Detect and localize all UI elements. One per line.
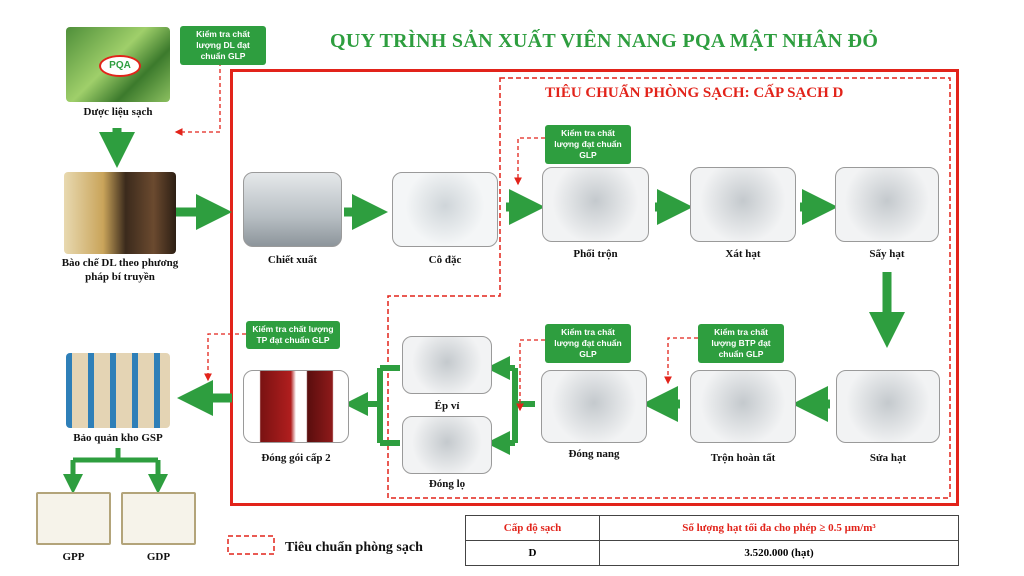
image-dong-goi bbox=[243, 370, 349, 443]
image-tron-hoan-tat bbox=[690, 370, 796, 443]
label-co-dac: Cô đặc bbox=[428, 254, 462, 266]
label-phoi-tron: Phối trộn bbox=[573, 248, 618, 260]
arrow-dongnang-branch bbox=[486, 356, 535, 455]
label-ep-vi: Ép vỉ bbox=[434, 400, 460, 412]
pqa-logo: PQA bbox=[99, 55, 141, 77]
image-sua-hat bbox=[836, 370, 940, 443]
legend-dashed-sample bbox=[227, 535, 275, 555]
label-gdp: GDP bbox=[146, 551, 171, 563]
arrow-split-gpp-gdp bbox=[63, 448, 168, 494]
image-duoc-lieu: PQA bbox=[66, 27, 170, 102]
image-dong-lo bbox=[402, 416, 492, 474]
header-max-particles: Số lượng hạt tối đa cho phép ≥ 0.5 µm/m³ bbox=[599, 515, 959, 541]
label-bao-quan: Bảo quản kho GSP bbox=[73, 432, 163, 444]
label-duoc-lieu: Dược liệu sạch bbox=[83, 106, 153, 118]
qc-badge-3: Kiểm tra chất lượng TP đạt chuẩn GLP bbox=[246, 321, 340, 349]
qc5-pointer bbox=[664, 337, 698, 385]
image-chiet-xuat bbox=[243, 172, 342, 247]
label-dong-nang: Đóng nang bbox=[568, 448, 620, 460]
label-say-hat: Sấy hạt bbox=[869, 248, 905, 260]
qc2-pointer bbox=[514, 137, 545, 186]
image-xat-hat bbox=[690, 167, 796, 242]
label-gpp: GPP bbox=[62, 551, 85, 563]
qc4-pointer bbox=[516, 339, 545, 412]
label-tron-hoan-tat: Trộn hoàn tất bbox=[710, 452, 776, 464]
qc-badge-2: Kiểm tra chất lượng đạt chuẩn GLP bbox=[545, 125, 631, 164]
label-chiet-xuat: Chiết xuất bbox=[267, 254, 318, 266]
image-phoi-tron bbox=[542, 167, 649, 242]
image-gpp-certificate bbox=[36, 492, 111, 545]
cell-level: D bbox=[465, 540, 600, 566]
image-bao-che bbox=[64, 172, 176, 254]
qc-badge-5: Kiểm tra chất lượng BTP đạt chuẩn GLP bbox=[698, 324, 784, 363]
table-row: D 3.520.000 (hạt) bbox=[465, 540, 959, 566]
cleanroom-frame bbox=[230, 69, 959, 506]
qc3-pointer bbox=[204, 333, 246, 382]
label-xat-hat: Xát hạt bbox=[725, 248, 761, 260]
image-bao-quan bbox=[66, 353, 170, 428]
qc-badge-4: Kiểm tra chất lượng đạt chuẩn GLP bbox=[545, 324, 631, 363]
table-header-row: Cấp độ sạch Số lượng hạt tối đa cho phép… bbox=[465, 515, 959, 541]
qc-badge-1: Kiểm tra chất lượng DL đạt chuẩn GLP bbox=[180, 26, 266, 65]
diagram-title: QUY TRÌNH SẢN XUẤT VIÊN NANG PQA MẬT NHÂ… bbox=[330, 30, 879, 52]
image-dong-nang bbox=[541, 370, 647, 443]
cell-particles: 3.520.000 (hạt) bbox=[599, 540, 959, 566]
arrow-merge-donggoi bbox=[344, 365, 400, 446]
image-gdp-certificate bbox=[121, 492, 196, 545]
cleanroom-d-boundary bbox=[387, 77, 951, 499]
cleanroom-title: TIÊU CHUẨN PHÒNG SẠCH: CẤP SẠCH D bbox=[545, 85, 844, 101]
image-co-dac bbox=[392, 172, 498, 247]
image-say-hat bbox=[835, 167, 939, 242]
label-dong-lo: Đóng lọ bbox=[428, 478, 466, 490]
legend-label: Tiêu chuẩn phòng sạch bbox=[285, 540, 423, 555]
image-ep-vi bbox=[402, 336, 492, 394]
header-cleanliness-level: Cấp độ sạch bbox=[465, 515, 600, 541]
cleanroom-spec-table: Cấp độ sạch Số lượng hạt tối đa cho phép… bbox=[465, 515, 959, 566]
qc1-pointer bbox=[174, 62, 221, 136]
label-dong-goi: Đóng gói cấp 2 bbox=[261, 452, 331, 464]
label-bao-che: Bào chế DL theo phương pháp bí truyền bbox=[61, 257, 179, 283]
label-sua-hat: Sửa hạt bbox=[869, 452, 907, 464]
